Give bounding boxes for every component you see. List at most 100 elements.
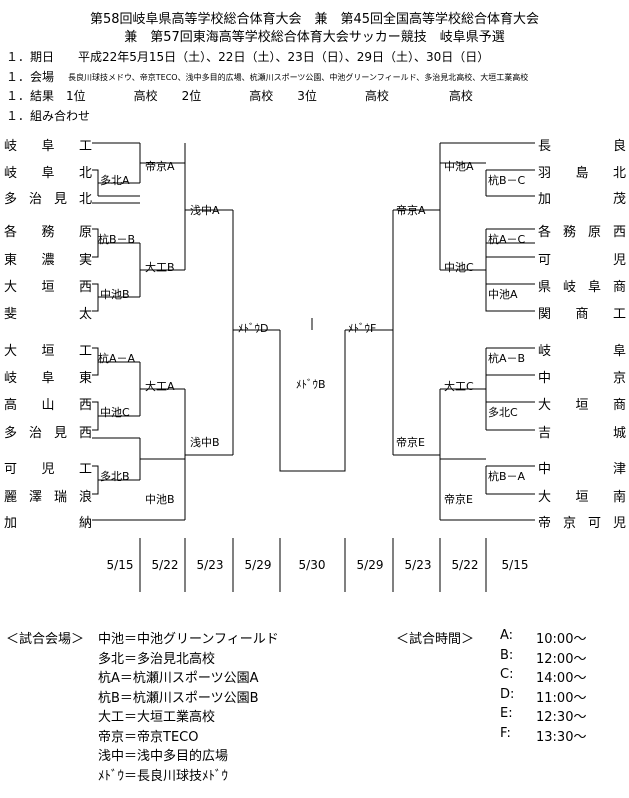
team-char: 岐: [4, 371, 18, 386]
venues-title: ＜試合会場＞: [6, 632, 85, 647]
match-label-r4: ﾒﾄﾞｳF: [348, 322, 377, 335]
left-team-11: 多治見西: [4, 422, 92, 441]
date-7: 5/23: [404, 558, 432, 572]
team-char: 西: [78, 398, 92, 413]
match-label-l3a: 浅中A: [190, 204, 220, 217]
match-label-r1e: 多北C: [488, 406, 518, 419]
team-char: 西: [78, 280, 92, 295]
right-team-11: 吉城: [538, 422, 626, 441]
match-label-l1c: 中池B: [100, 288, 130, 301]
match-label-l2c: 大工A: [145, 380, 175, 393]
left-team-12: 可児工: [4, 458, 92, 477]
date-1: 5/15: [106, 558, 134, 572]
title-line-2: 兼 第57回東海高等学校総合体育大会サッカー競技 岐阜県予選: [124, 30, 505, 45]
team-char: 北: [78, 192, 92, 207]
team-char: 山: [41, 398, 55, 413]
team-char: 阜: [41, 371, 55, 386]
team-char: 北: [612, 166, 626, 181]
match-label-r1b: 杭A－C: [488, 233, 526, 246]
team-char: 斐: [4, 307, 18, 322]
left-team-2: 岐阜北: [4, 162, 92, 181]
team-char: 多: [4, 426, 18, 441]
team-char: 長: [538, 139, 552, 154]
team-char: 治: [28, 426, 42, 441]
team-char: 東: [4, 253, 18, 268]
match-label-r3b: 帝京E: [396, 436, 425, 449]
venue-entry: 帝京＝帝京TECO: [98, 729, 199, 745]
venue-entry: 多北＝多治見北高校: [98, 651, 216, 667]
team-char: 浪: [78, 490, 92, 505]
date-6: 5/29: [356, 558, 384, 572]
team-char: 治: [28, 192, 42, 207]
team-char: 大: [4, 344, 18, 359]
team-char: 実: [78, 253, 92, 268]
match-label-l1a: 多北A: [100, 174, 130, 187]
team-char: 阜: [612, 344, 626, 359]
match-label-l2b: 大工B: [145, 261, 175, 274]
time-value: 10:00～: [536, 632, 587, 647]
right-team-1: 長良: [538, 135, 626, 154]
team-char: 羽: [538, 166, 552, 181]
time-key: D:: [500, 686, 515, 702]
team-char: 南: [612, 490, 626, 505]
result-line: １．結果 1位 高校 2位 高校 3位 高校 高校: [6, 89, 473, 103]
team-char: 見: [53, 426, 67, 441]
venue-entry: 杭B＝杭瀬川スポーツ公園B: [98, 690, 259, 706]
venue-label: １．会場: [6, 70, 55, 84]
match-label-l1b: 杭B－B: [98, 233, 136, 246]
bracket-title: １．組み合わせ: [6, 109, 91, 123]
time-value: 12:30～: [536, 710, 587, 725]
right-team-2: 羽島北: [538, 162, 626, 181]
left-team-5: 東濃実: [4, 249, 92, 268]
right-team-8: 岐阜: [538, 340, 626, 359]
team-char: 各: [4, 225, 18, 240]
team-char: 可: [587, 516, 601, 531]
match-label-l1e: 中池C: [100, 406, 130, 419]
team-char: 原: [587, 225, 601, 240]
match-label-l2a: 帝京A: [145, 160, 175, 173]
date-2: 5/22: [151, 558, 179, 572]
time-value: 14:00～: [536, 671, 587, 686]
date-5: 5/30: [298, 558, 326, 572]
match-label-r1c: 中池A: [488, 288, 518, 301]
team-char: 児: [41, 462, 55, 477]
team-char: 見: [53, 192, 67, 207]
match-label-l1d: 杭A－A: [98, 352, 136, 365]
venue-entry: 杭A＝杭瀬川スポーツ公園A: [98, 671, 259, 686]
team-char: 岐: [562, 280, 576, 295]
left-team-7: 斐太: [4, 303, 92, 322]
team-char: 京: [612, 371, 626, 386]
left-team-13: 麗澤瑞浪: [4, 486, 92, 505]
time-key: A:: [500, 628, 514, 643]
right-team-4: 各務原西: [538, 221, 626, 240]
team-char: 高: [4, 398, 18, 413]
team-char: 良: [612, 139, 626, 154]
team-char: 垣: [575, 398, 589, 413]
match-label-r2a: 中池A: [444, 160, 474, 173]
left-team-8: 大垣工: [4, 340, 92, 359]
time-key: C:: [500, 667, 514, 682]
left-team-4: 各務原: [4, 221, 92, 240]
team-char: 加: [538, 192, 552, 207]
team-char: 太: [78, 307, 92, 322]
team-char: 北: [78, 166, 92, 181]
team-char: 商: [612, 398, 626, 413]
team-char: 垣: [41, 280, 55, 295]
left-team-1: 岐阜工: [4, 135, 92, 154]
team-char: 西: [612, 225, 626, 240]
date-3: 5/23: [196, 558, 224, 572]
time-value: 11:00～: [536, 690, 587, 706]
left-team-10: 高山西: [4, 394, 92, 413]
match-label-r2b: 中池C: [444, 261, 474, 274]
team-char: 県: [538, 280, 552, 295]
match-label-r1a: 杭B－C: [488, 174, 526, 187]
time-key: B:: [500, 647, 514, 663]
right-team-5: 可児: [538, 249, 626, 268]
right-team-3: 加茂: [538, 188, 626, 207]
match-label-l3b: 浅中B: [190, 436, 220, 449]
right-team-14: 帝京可児: [538, 512, 626, 531]
time-value: 13:30～: [536, 729, 587, 745]
venue-text: 長良川球技メドウ、帝京TECO、浅中多目的広場、杭瀬川スポーツ公園、中池グリーン…: [68, 73, 529, 82]
team-char: 工: [612, 307, 626, 322]
team-char: 京: [562, 516, 576, 531]
